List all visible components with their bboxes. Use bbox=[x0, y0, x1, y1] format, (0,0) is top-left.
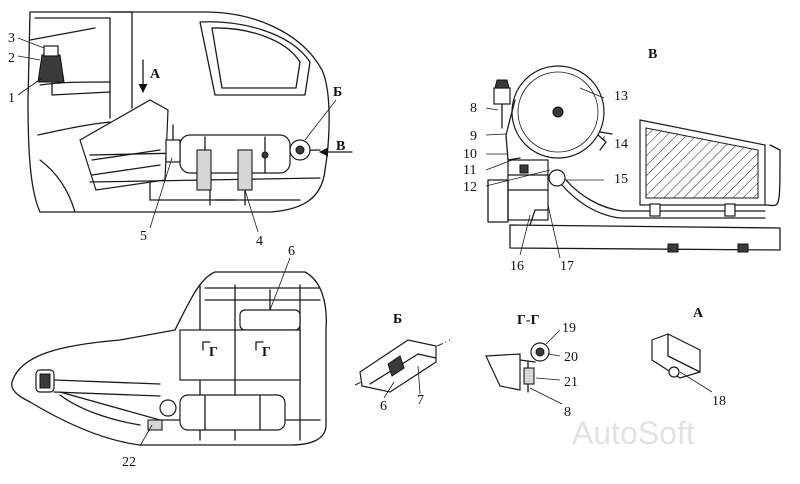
view-v-detail: В bbox=[463, 47, 781, 274]
callout-4: 4 bbox=[256, 234, 263, 249]
view-v-title: В bbox=[648, 47, 657, 62]
callout-20: 20 bbox=[564, 350, 578, 365]
chassis-top-view: Г Г 22 6 bbox=[11, 244, 327, 470]
view-arrow-v: В bbox=[336, 139, 345, 154]
callout-15: 15 bbox=[614, 172, 628, 187]
callout-18: 18 bbox=[712, 394, 726, 409]
callout-7: 7 bbox=[417, 393, 424, 408]
callout-3: 3 bbox=[8, 31, 15, 46]
callout-12: 12 bbox=[463, 180, 477, 195]
view-b-title: Б bbox=[393, 312, 402, 327]
section-mark-g-right: Г bbox=[262, 345, 271, 360]
callout-16: 16 bbox=[510, 259, 524, 274]
view-gg-title: Г-Г bbox=[517, 313, 540, 328]
callout-9: 9 bbox=[470, 129, 477, 144]
callout-6-top: 6 bbox=[288, 244, 295, 259]
view-a-detail: А 18 bbox=[651, 306, 726, 409]
cab-side-view: 3 2 1 5 4 А Б В bbox=[8, 11, 353, 249]
callout-21: 21 bbox=[564, 375, 578, 390]
callout-1: 1 bbox=[8, 91, 15, 106]
callout-14: 14 bbox=[614, 137, 628, 152]
view-gg-detail: Г-Г 19 20 21 8 bbox=[485, 313, 578, 420]
callout-22: 22 bbox=[122, 455, 136, 470]
callout-10: 10 bbox=[463, 147, 477, 162]
callout-5: 5 bbox=[140, 229, 147, 244]
section-mark-g-left: Г bbox=[209, 345, 218, 360]
view-a-title: А bbox=[693, 306, 704, 321]
watermark-logo: AutoSoft bbox=[572, 415, 695, 451]
view-arrow-b: Б bbox=[333, 85, 342, 100]
callout-2: 2 bbox=[8, 51, 15, 66]
callout-8-top: 8 bbox=[470, 101, 477, 116]
view-b-detail: Б 6 7 bbox=[354, 312, 451, 414]
callout-19: 19 bbox=[562, 321, 576, 336]
callout-11: 11 bbox=[463, 163, 476, 178]
callout-17: 17 bbox=[560, 259, 574, 274]
callout-8-gg: 8 bbox=[564, 405, 571, 420]
view-arrow-a: А bbox=[150, 67, 161, 82]
callout-13: 13 bbox=[614, 89, 628, 104]
callout-6-viewb: 6 bbox=[380, 399, 387, 414]
